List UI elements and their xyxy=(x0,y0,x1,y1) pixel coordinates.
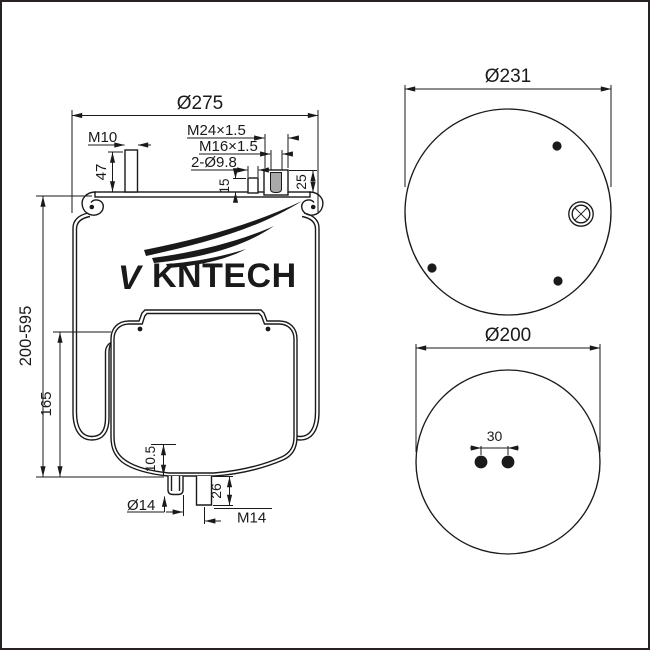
top-plate xyxy=(81,149,324,216)
dim-bottom-stud-length-label: 26 xyxy=(208,483,224,499)
piston-outline-outer xyxy=(110,309,298,477)
dim-piston-diameter-label: Ø200 xyxy=(485,325,531,346)
air-fitting-thread-hole xyxy=(270,172,282,194)
dim-air-fitting-outer-thread-label: M24×1.5 xyxy=(187,122,246,139)
dim-top-stud-height-label: 47 xyxy=(93,164,110,181)
logo-swoosh-3 xyxy=(166,249,246,268)
dim-piston-height-label: 165 xyxy=(38,391,55,416)
piston xyxy=(110,309,298,506)
top-view-stud xyxy=(427,263,437,273)
dim-small-stud-height-label: 15 xyxy=(217,178,232,193)
piston-rivet-right xyxy=(265,326,271,332)
dim-bottom-offset-label: 10.5 xyxy=(143,446,158,472)
dim-overall-diameter-label: Ø275 xyxy=(177,93,223,114)
bead-curl-left xyxy=(81,191,104,216)
air-inlet-fitting xyxy=(568,201,594,227)
dim-design-height-range-label: 200-595 xyxy=(17,306,35,367)
brand-logo: V KNTECH xyxy=(118,201,302,297)
top-view-stud xyxy=(552,141,562,151)
piston-circle xyxy=(415,369,601,555)
top-view: Ø231 xyxy=(404,66,612,316)
front-view: V KNTECH xyxy=(72,149,324,506)
air-inlet-outer-circle xyxy=(568,201,594,227)
dim-air-fitting-height-label: 25 xyxy=(293,174,309,190)
top-view-stud xyxy=(553,276,563,286)
top-plate-body xyxy=(94,191,311,198)
logo-v-swash: V xyxy=(118,259,144,297)
bottom-view: Ø200 30 xyxy=(415,325,601,555)
dim-top-stud-thread-label: M10 xyxy=(88,129,117,146)
dim-stud-spacing-label: 30 xyxy=(487,428,503,444)
top-stud-m10 xyxy=(124,149,139,193)
dim-air-fitting-inner-thread-label: M16×1.5 xyxy=(199,138,258,155)
bellow-wall-left-outer xyxy=(72,212,122,441)
bottom-view-stud xyxy=(501,455,515,469)
bead-curl-right-dot xyxy=(310,204,316,210)
logo-swoosh-2 xyxy=(152,226,274,263)
bottom-stud-m14 xyxy=(195,476,213,506)
logo-swoosh-1 xyxy=(144,201,302,256)
logo-text: KNTECH xyxy=(152,257,297,295)
bottom-view-stud xyxy=(474,455,488,469)
dim-bottom-stud-thread-label: M14 xyxy=(237,510,266,527)
dim-bottom-hole-diameter-label: Ø14 xyxy=(127,497,155,514)
top-small-stud xyxy=(247,177,259,194)
dim-top-plate-diameter-label: Ø231 xyxy=(485,66,531,87)
front-view-dimensions: Ø275 M10 47 M24×1.5 M16×1.5 2-Ø9.8 xyxy=(17,93,319,527)
top-plate-circle xyxy=(404,108,612,316)
piston-rivet-left xyxy=(137,326,143,332)
bellow-wall-left-inner xyxy=(75,215,124,438)
bead-curl-right xyxy=(301,191,324,216)
dim-mount-holes-label: 2-Ø9.8 xyxy=(191,154,237,171)
piston-outline-inner xyxy=(113,312,295,474)
bottom-bushing-o14 xyxy=(167,476,184,496)
air-inlet-cross xyxy=(574,207,588,221)
air-inlet-inner-circle xyxy=(571,204,591,224)
bead-curl-left-dot xyxy=(89,204,95,210)
